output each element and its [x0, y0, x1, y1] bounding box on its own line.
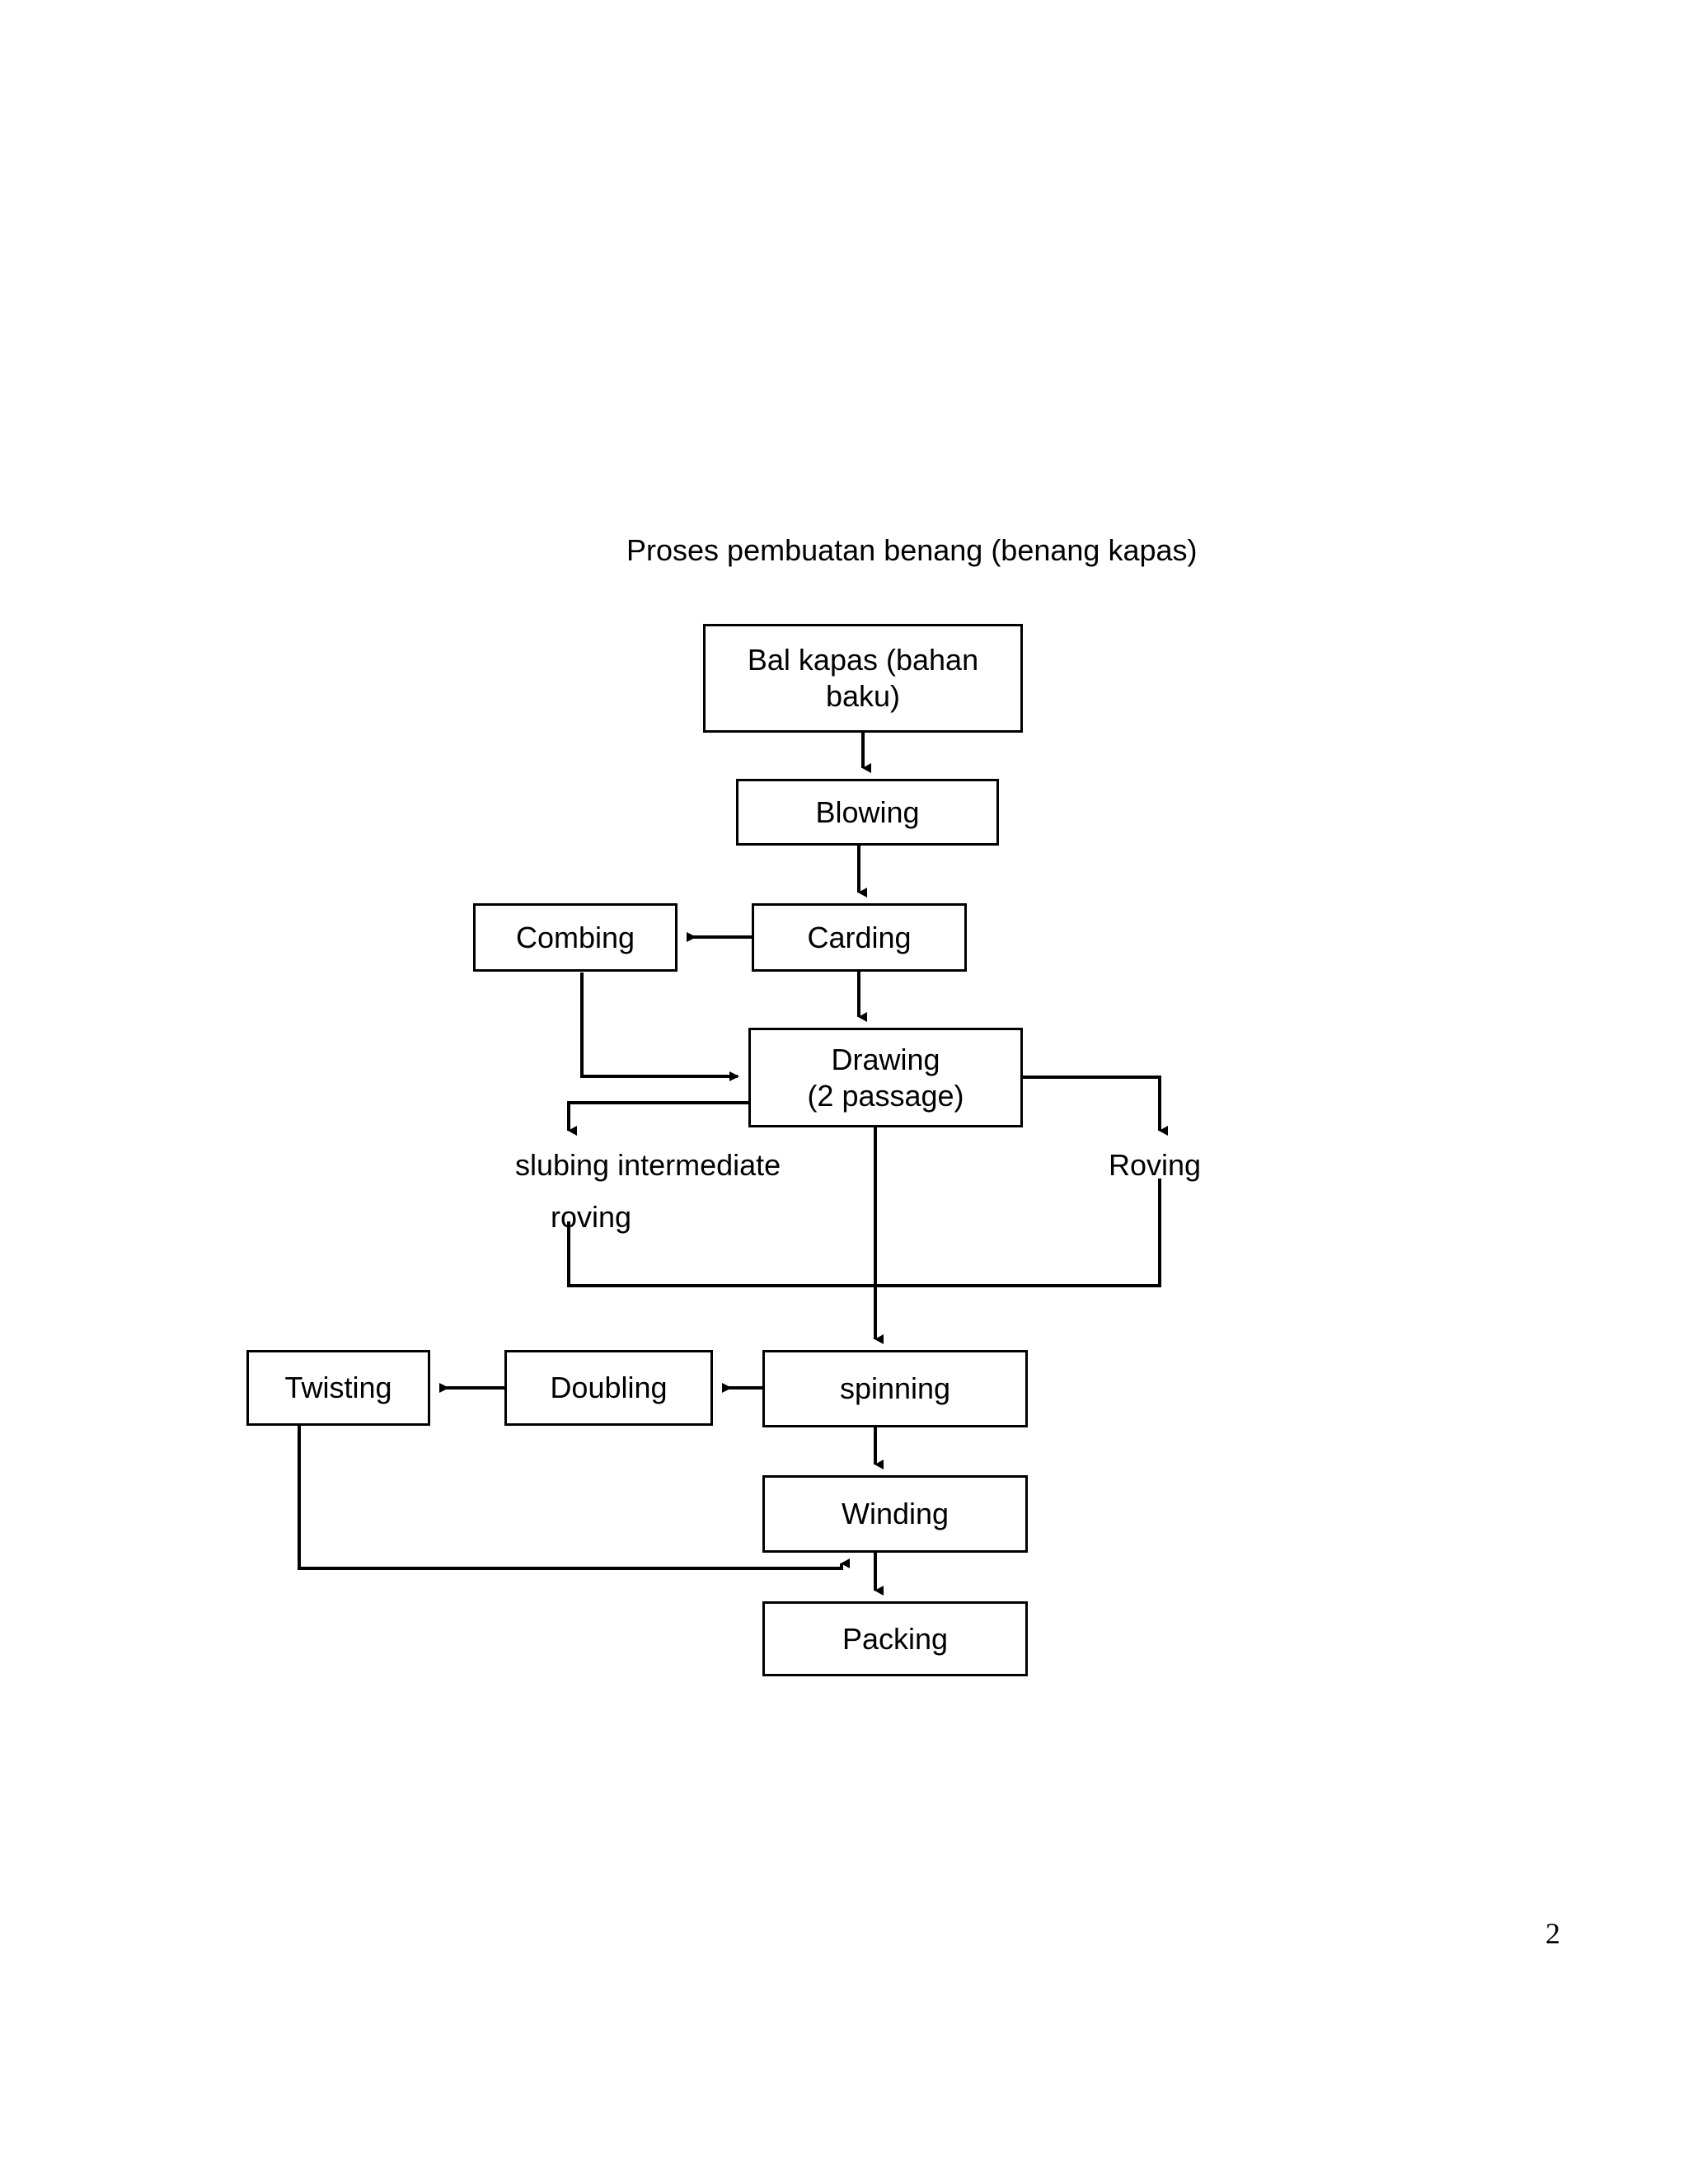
node-carding[interactable]: Carding — [752, 903, 967, 972]
node-twisting[interactable]: Twisting — [246, 1350, 430, 1426]
node-packing[interactable]: Packing — [762, 1601, 1028, 1676]
node-spinning-label: spinning — [839, 1371, 951, 1406]
edge-drawing-slubing — [567, 1101, 748, 1119]
node-combing[interactable]: Combing — [473, 903, 678, 972]
node-bal-kapas-label: Bal kapas (bahan baku) — [734, 642, 992, 715]
node-spinning[interactable]: spinning — [762, 1350, 1028, 1427]
node-doubling[interactable]: Doubling — [504, 1350, 713, 1426]
edge-roving-right-join — [875, 1179, 1161, 1287]
label-slubing-intermediate: slubing intermediate — [515, 1148, 781, 1182]
node-bal-kapas[interactable]: Bal kapas (bahan baku) — [703, 624, 1023, 733]
node-carding-label: Carding — [807, 920, 912, 954]
node-winding[interactable]: Winding — [762, 1475, 1028, 1553]
edge-combing-drawing — [580, 972, 739, 1081]
label-roving-lower: roving — [551, 1200, 632, 1234]
edge-twisting-winding-feedback — [298, 1426, 850, 1570]
node-blowing[interactable]: Blowing — [736, 779, 999, 846]
label-roving-right: Roving — [1109, 1148, 1202, 1182]
node-bal-kapas-line1: Bal kapas (bahan — [747, 643, 979, 677]
node-drawing[interactable]: Drawing (2 passage) — [748, 1028, 1023, 1127]
node-drawing-line1: Drawing — [831, 1042, 940, 1076]
node-winding-label: Winding — [841, 1497, 950, 1531]
diagram-title: Proses pembuatan benang (benang kapas) — [626, 533, 1198, 567]
node-doubling-label: Doubling — [550, 1371, 668, 1405]
edge-drawing-roving — [1023, 1076, 1168, 1136]
node-bal-kapas-line2: baku) — [825, 679, 901, 713]
node-packing-label: Packing — [842, 1621, 949, 1656]
node-drawing-label: Drawing (2 passage) — [794, 1042, 977, 1114]
node-drawing-line2: (2 passage) — [807, 1078, 964, 1113]
page-number: 2 — [1545, 1917, 1560, 1950]
node-blowing-label: Blowing — [815, 794, 920, 829]
node-twisting-label: Twisting — [284, 1371, 392, 1405]
node-combing-label: Combing — [515, 920, 635, 954]
